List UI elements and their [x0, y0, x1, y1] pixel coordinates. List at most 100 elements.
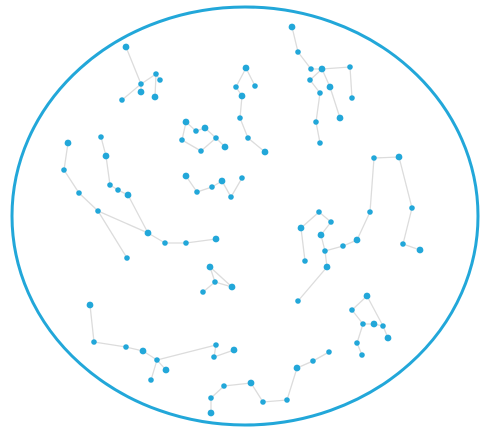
constellation-line: [322, 67, 350, 69]
constellation-line: [201, 138, 216, 151]
star: [326, 349, 332, 355]
star: [308, 66, 314, 72]
constellation-line: [298, 267, 327, 301]
constellation-line: [301, 212, 319, 228]
star: [231, 347, 238, 354]
star: [322, 248, 328, 254]
constellation-line: [151, 360, 157, 380]
constellation-line: [157, 345, 216, 360]
constellation-line: [90, 305, 94, 342]
star: [349, 95, 355, 101]
star: [115, 187, 121, 193]
star: [222, 144, 229, 151]
constellation-line: [94, 342, 126, 347]
star: [198, 148, 204, 154]
star: [396, 154, 403, 161]
star: [385, 335, 392, 342]
star: [148, 377, 154, 383]
star: [61, 167, 67, 173]
star: [212, 279, 218, 285]
star: [213, 236, 220, 243]
star: [152, 94, 159, 101]
star: [328, 219, 334, 225]
star: [317, 90, 323, 96]
star: [262, 149, 269, 156]
star: [318, 232, 325, 239]
constellation-line: [370, 158, 374, 212]
star: [183, 119, 190, 126]
star: [107, 182, 113, 188]
constellation-line: [357, 212, 370, 240]
star: [324, 264, 331, 271]
star: [252, 83, 258, 89]
star: [213, 342, 219, 348]
constellation-line: [287, 368, 297, 400]
star: [400, 241, 406, 247]
constellation-line: [263, 400, 287, 402]
star: [371, 155, 377, 161]
star: [354, 237, 361, 244]
star: [409, 205, 415, 211]
star: [123, 44, 130, 51]
star: [295, 298, 301, 304]
star: [154, 357, 160, 363]
constellation-line: [224, 383, 251, 386]
constellation-line: [155, 74, 156, 97]
star: [295, 49, 301, 55]
star: [138, 89, 145, 96]
constellation-line: [399, 157, 412, 208]
star: [157, 77, 163, 83]
constellation-line: [298, 52, 311, 69]
star: [302, 258, 308, 264]
star: [91, 339, 97, 345]
star: [337, 115, 344, 122]
star: [310, 358, 316, 364]
constellation-line: [316, 93, 320, 122]
star: [294, 365, 301, 372]
star: [317, 140, 323, 146]
star: [237, 115, 243, 121]
star: [245, 135, 251, 141]
star: [359, 352, 365, 358]
star: [360, 321, 366, 327]
star: [193, 128, 199, 134]
constellation-lines: [64, 27, 420, 413]
star: [183, 240, 189, 246]
star: [163, 367, 170, 374]
star: [125, 192, 132, 199]
star: [367, 209, 373, 215]
star: [364, 293, 371, 300]
constellation-line: [301, 228, 305, 261]
star: [208, 395, 214, 401]
star: [213, 135, 219, 141]
constellation-line: [330, 87, 340, 118]
stars: [61, 24, 423, 417]
star: [211, 354, 217, 360]
star: [260, 399, 266, 405]
star: [123, 344, 129, 350]
star: [208, 410, 215, 417]
constellation-line: [374, 157, 399, 158]
star: [140, 348, 147, 355]
star: [138, 81, 144, 87]
constellation-line: [231, 178, 242, 197]
star: [233, 84, 239, 90]
constellation-line: [182, 140, 201, 151]
constellation-line: [186, 239, 216, 243]
star: [327, 84, 334, 91]
constellation-line: [106, 156, 110, 185]
constellation-line: [240, 118, 248, 138]
star: [95, 208, 101, 214]
star: [219, 178, 226, 185]
star: [221, 383, 227, 389]
star: [194, 189, 200, 195]
constellation-line: [79, 193, 98, 211]
star: [248, 380, 255, 387]
star: [87, 302, 94, 309]
star: [153, 71, 159, 77]
star: [183, 173, 190, 180]
constellation-line: [292, 27, 298, 52]
star: [207, 264, 214, 271]
star: [209, 184, 215, 190]
star: [179, 137, 185, 143]
